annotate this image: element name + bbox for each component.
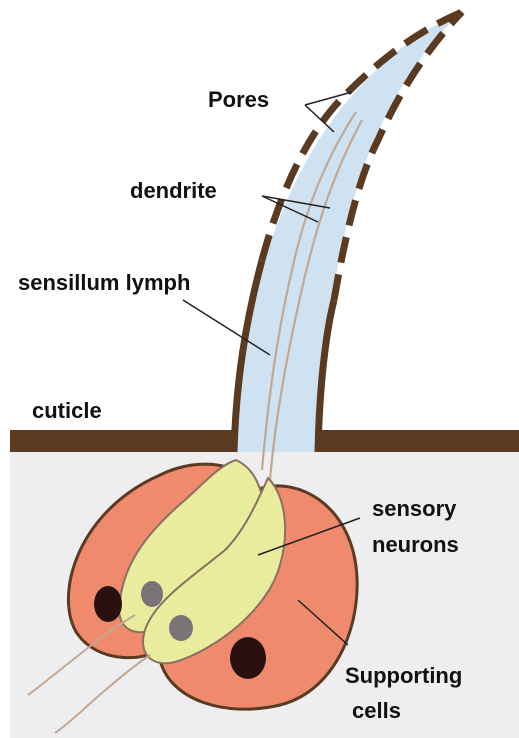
- leader-pores-1: [305, 92, 352, 105]
- label-pores: Pores: [208, 87, 269, 112]
- cuticle-layer: [10, 430, 234, 452]
- sensillum-lymph-area: [234, 12, 462, 452]
- cuticle-layer-right: [318, 430, 519, 452]
- neuron-nucleus-2: [169, 615, 193, 641]
- label-supporting-line2: cells: [352, 698, 401, 723]
- label-cuticle: cuticle: [32, 398, 102, 423]
- label-sensory-line2: neurons: [372, 532, 459, 557]
- label-supporting-line1: Supporting: [345, 663, 462, 688]
- label-sensory-line1: sensory: [372, 496, 457, 521]
- label-dendrite: dendrite: [130, 178, 217, 203]
- supporting-cell-nucleus-left: [94, 586, 122, 622]
- supporting-cell-nucleus-right: [230, 637, 266, 679]
- neuron-nucleus-1: [141, 581, 163, 607]
- label-sensillum-lymph: sensillum lymph: [18, 270, 190, 295]
